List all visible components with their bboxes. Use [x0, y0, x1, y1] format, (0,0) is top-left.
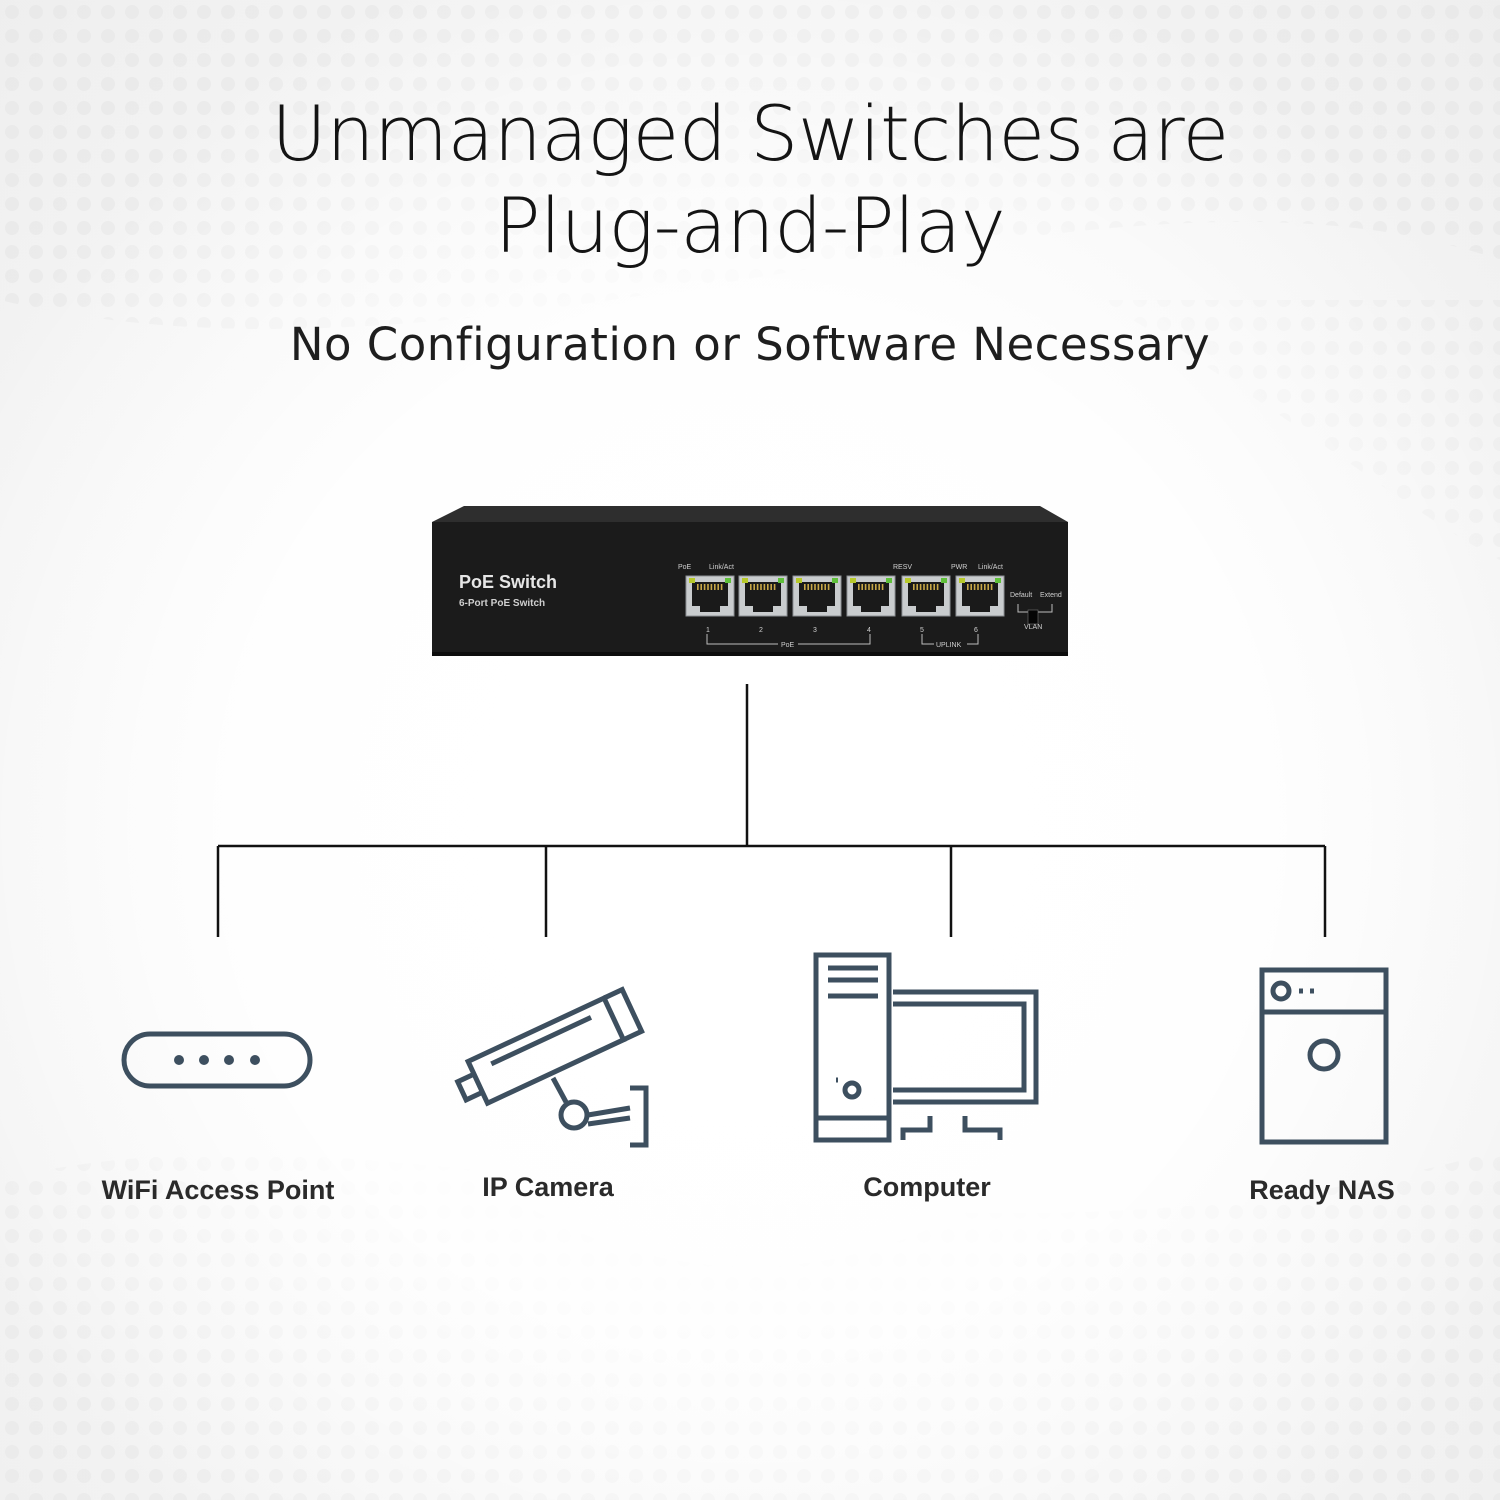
port-led-1-b [725, 578, 731, 583]
group-label-poe: PoE [781, 642, 795, 649]
vlan-dip-switch[interactable] [1027, 609, 1039, 625]
dip-label-vlan: VLAN [1024, 624, 1042, 631]
subheadline: No Configuration or Software Necessary [289, 318, 1211, 371]
port-led-2-a [742, 578, 748, 583]
device-label-wifi-access-point: WiFi Access Point [101, 1175, 335, 1205]
led-label-link-act-right: Link/Act [978, 564, 1003, 571]
switch-top-face [432, 506, 1068, 522]
dip-label-default: Default [1010, 592, 1032, 599]
ethernet-port-6[interactable] [955, 575, 1005, 617]
nas-icon [1259, 967, 1389, 1145]
led-label-link-act: Link/Act [709, 564, 734, 571]
headline: Unmanaged Switches are Plug-and-Play [0, 88, 1500, 272]
port-number-5: 5 [920, 627, 924, 634]
port-led-6-a [959, 578, 965, 583]
led-label-resv: RESV [893, 564, 912, 571]
port-number-1: 1 [706, 627, 710, 634]
port-led-4-a [850, 578, 856, 583]
port-led-6-b [995, 578, 1001, 583]
ethernet-port-2[interactable] [738, 575, 788, 617]
led-label-pwr: PWR [951, 564, 967, 571]
port-led-3-b [832, 578, 838, 583]
port-number-3: 3 [813, 627, 817, 634]
wifi-access-point-icon [121, 1031, 313, 1089]
device-label-ip-camera: IP Camera [482, 1172, 614, 1202]
port-led-4-b [886, 578, 892, 583]
headline-line-2: Plug-and-Play [494, 181, 1006, 270]
led-label-poe: PoE [678, 564, 692, 571]
ethernet-port-1[interactable] [685, 575, 735, 617]
device-label-ready-nas: Ready NAS [1249, 1175, 1395, 1205]
ethernet-port-4[interactable] [846, 575, 896, 617]
poe-switch: PoE Switch 6-Port PoE Switch PoE Link/Ac… [432, 506, 1068, 656]
headline-line-1: Unmanaged Switches are [271, 89, 1229, 178]
port-led-5-a [905, 578, 911, 583]
port-number-6: 6 [974, 627, 978, 634]
port-led-3-a [796, 578, 802, 583]
computer-icon [813, 952, 1039, 1143]
ip-camera-icon [454, 986, 649, 1148]
switch-subtitle: 6-Port PoE Switch [459, 598, 545, 609]
connection-lines [216, 684, 1327, 937]
group-label-uplink: UPLINK [936, 642, 962, 649]
port-led-1-a [689, 578, 695, 583]
dip-label-extend: Extend [1040, 592, 1062, 599]
switch-title: PoE Switch [459, 572, 557, 592]
port-led-2-b [778, 578, 784, 583]
ethernet-port-5[interactable] [901, 575, 951, 617]
ethernet-port-3[interactable] [792, 575, 842, 617]
port-led-5-b [941, 578, 947, 583]
device-label-computer: Computer [863, 1172, 991, 1202]
port-number-2: 2 [759, 627, 763, 634]
port-number-4: 4 [867, 627, 871, 634]
